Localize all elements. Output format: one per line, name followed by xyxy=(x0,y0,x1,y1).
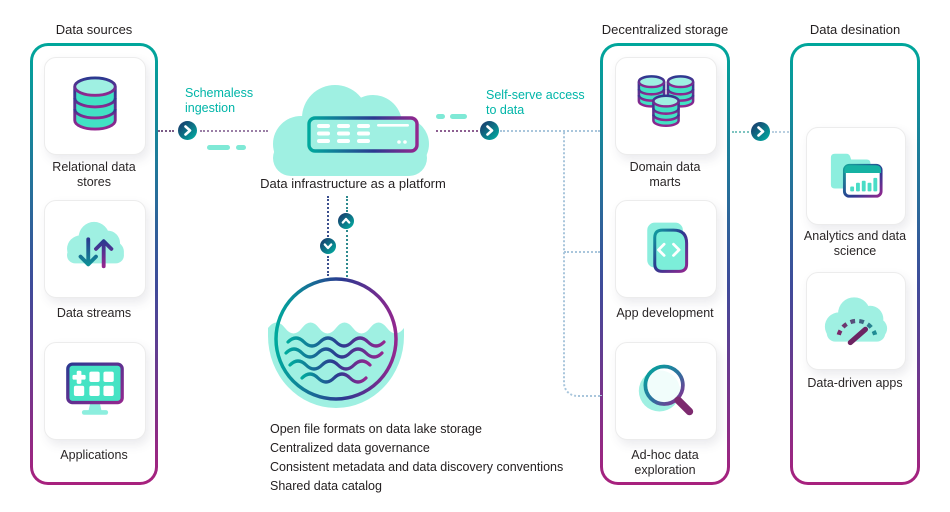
data-destination-title: Data desination xyxy=(809,22,901,37)
branch-connector-vertical xyxy=(563,132,602,397)
platform-label: Data infrastructure as a platform xyxy=(260,176,446,191)
data-lake-icon xyxy=(262,272,410,414)
card-data-driven-apps xyxy=(806,272,906,370)
motion-dash xyxy=(236,145,246,150)
card-applications xyxy=(44,342,146,440)
lake-note: Shared data catalog xyxy=(270,479,382,493)
arrow-down-icon xyxy=(320,238,336,254)
magnifier-icon xyxy=(636,359,696,424)
branch-connector-app-dev xyxy=(564,251,600,253)
card-label: App development xyxy=(616,306,714,320)
database-icon xyxy=(68,75,122,138)
card-data-streams xyxy=(44,200,146,298)
connector-arrow-to-storage xyxy=(500,130,600,132)
card-label: Domain data marts xyxy=(629,160,701,189)
card-label: Applications xyxy=(60,448,128,462)
lake-notes: Open file formats on data lake storage C… xyxy=(270,420,600,496)
lake-connector-up-2 xyxy=(346,230,348,277)
ingestion-annotation: Schemaless ingestion xyxy=(185,86,254,115)
connector-arrow-to-destination xyxy=(772,131,789,133)
data-sources-title: Data sources xyxy=(55,22,133,37)
card-domain-data-marts xyxy=(615,57,717,155)
lake-note: Centralized data governance xyxy=(270,441,430,455)
lake-connector-up-1 xyxy=(346,196,348,212)
self-serve-annotation: Self-serve access to data xyxy=(486,88,585,117)
arrow-up-icon xyxy=(338,213,354,229)
card-analytics-data-science xyxy=(806,127,906,225)
lake-note: Open file formats on data lake storage xyxy=(270,422,482,436)
decentralized-storage-title: Decentralized storage xyxy=(601,22,729,37)
lake-connector-down-1 xyxy=(327,196,329,237)
card-label: Data streams xyxy=(56,306,132,320)
arrow-right-icon xyxy=(480,121,499,140)
connector-cloud-to-arrow xyxy=(436,130,478,132)
data-destination-column xyxy=(790,43,920,485)
cloud-platform-icon xyxy=(263,80,437,182)
lake-note: Consistent metadata and data discovery c… xyxy=(270,460,564,474)
connector-sources-to-arrow xyxy=(158,130,174,132)
card-app-development xyxy=(615,200,717,298)
folder-chart-icon xyxy=(825,146,887,207)
databases-icon xyxy=(634,73,698,140)
card-relational-data-stores xyxy=(44,57,146,155)
monitor-grid-icon xyxy=(65,361,125,421)
motion-dash xyxy=(207,145,230,150)
cloud-arrows-icon xyxy=(64,220,126,279)
cloud-gauge-icon xyxy=(823,292,889,351)
motion-dash xyxy=(450,114,467,119)
lake-connector-down-2 xyxy=(327,256,329,276)
code-document-icon xyxy=(636,217,696,282)
card-label: Relational data stores xyxy=(52,160,136,189)
card-adhoc-exploration xyxy=(615,342,717,440)
motion-dash xyxy=(436,114,445,119)
card-label: Analytics and data science xyxy=(803,229,907,258)
card-label: Ad-hoc data exploration xyxy=(631,448,699,477)
card-label: Data-driven apps xyxy=(807,376,903,390)
connector-arrow-to-cloud xyxy=(200,130,268,132)
arrow-right-icon xyxy=(751,122,770,141)
connector-storage-to-arrow xyxy=(732,131,749,133)
arrow-right-icon xyxy=(178,121,197,140)
